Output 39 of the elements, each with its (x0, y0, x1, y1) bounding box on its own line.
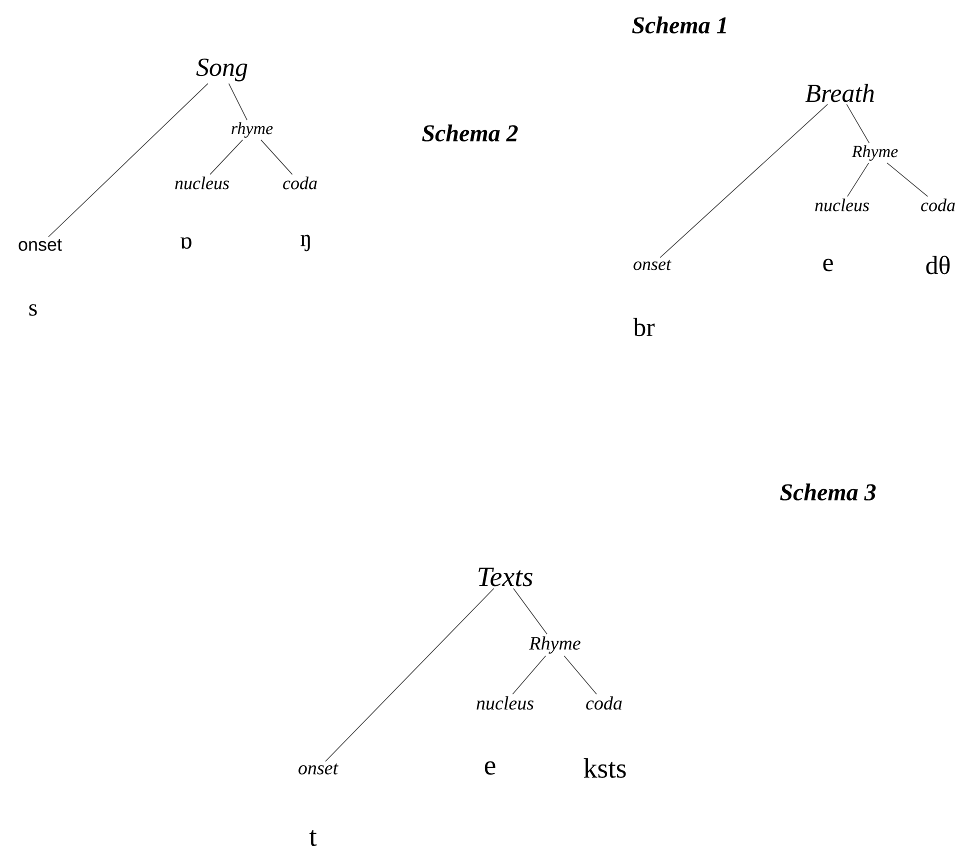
phoneme-label: ŋ (300, 234, 310, 252)
schema-heading: Schema 1 (632, 16, 726, 34)
tree-branch (260, 140, 293, 175)
schema-heading: Schema 2 (422, 124, 518, 142)
tree-branch (513, 588, 548, 635)
phoneme-label: t (309, 830, 317, 846)
phoneme-label: ɒ (180, 237, 192, 249)
tree-node-label: coda (586, 696, 622, 710)
tree-node-label: onset (18, 239, 62, 251)
tree-node-label: nucleus (175, 176, 229, 190)
phoneme-label: ksts (584, 758, 626, 778)
tree-node-label: nucleus (476, 696, 534, 710)
tree-node-label: Rhyme (852, 145, 898, 161)
tree-branch (228, 83, 248, 120)
phoneme-label: e (484, 761, 496, 775)
phoneme-label: e (823, 258, 833, 272)
tree-branch (564, 655, 597, 694)
phoneme-label: dθ (926, 256, 950, 274)
tree-node-label: Song (196, 58, 248, 82)
tree-branch (325, 588, 494, 762)
tree-branch (48, 83, 208, 238)
tree-node-label: Rhyme (529, 636, 580, 654)
tree-branch (847, 162, 870, 197)
tree-branch (660, 104, 828, 258)
phoneme-label: s (29, 304, 37, 316)
tree-node-label: Texts (478, 568, 532, 586)
tree-node-label: Breath (805, 84, 874, 102)
schema-heading: Schema 3 (780, 484, 876, 500)
tree-node-label: nucleus (815, 198, 869, 212)
tree-node-label: rhyme (232, 122, 273, 138)
phoneme-label: br (633, 318, 655, 336)
tree-branch (886, 162, 928, 197)
tree-branch (512, 655, 546, 694)
tree-branch (210, 140, 244, 175)
tree-node-label: onset (634, 260, 672, 270)
tree-node-label: onset (298, 764, 338, 774)
tree-node-label: coda (283, 176, 317, 190)
tree-node-label: coda (921, 198, 955, 212)
tree-branch (846, 104, 870, 144)
